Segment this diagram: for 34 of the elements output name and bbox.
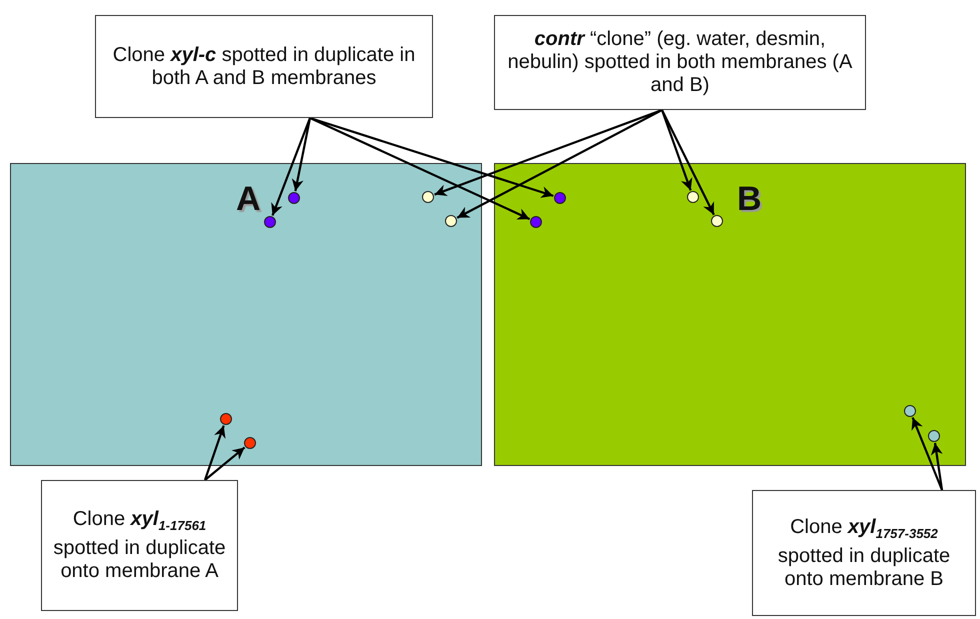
- callout-box: [95, 15, 433, 118]
- spot-dot: [554, 192, 566, 204]
- arrow: [204, 425, 226, 480]
- callout-box: [41, 480, 238, 611]
- membrane-letter: A: [236, 182, 261, 216]
- spot-dot: [288, 192, 300, 204]
- arrow: [310, 117, 530, 220]
- spot-dot: [244, 437, 256, 449]
- spot-dot: [904, 405, 916, 417]
- membrane-panel: [494, 163, 966, 466]
- arrow: [292, 118, 312, 192]
- membrane-panel: [10, 163, 482, 466]
- callout-text: Clone xyl$_{1-17561}$ spotted in duplicate onto membrane A: [52, 508, 227, 583]
- arrow: [912, 417, 944, 490]
- spot-dot: [711, 215, 723, 227]
- spot-dot: [220, 413, 232, 425]
- callout-text: Clone xyl-c spotted in duplicate in both A and B membranes: [112, 44, 416, 90]
- callout-box: [752, 490, 976, 616]
- arrow: [930, 442, 944, 490]
- arrow: [660, 110, 692, 191]
- arrow: [271, 118, 312, 216]
- spot-dot: [687, 191, 699, 203]
- spot-dot: [445, 215, 457, 227]
- callout-box: [494, 15, 866, 110]
- callout-text: Clone xyl$_{1757-3552}$ spotted in duplicate onto membrane B: [776, 516, 952, 590]
- arrow: [456, 109, 663, 219]
- callout-text: contr “clone” (eg. water, desmin, nebulin) spotted in both membranes (A and B): [506, 28, 854, 97]
- arrow: [661, 110, 715, 216]
- arrow: [204, 446, 246, 481]
- spot-dot: [422, 191, 434, 203]
- membrane-letter: B: [737, 182, 762, 216]
- spot-dot: [264, 216, 276, 228]
- spot-dot: [928, 430, 940, 442]
- spot-dot: [530, 216, 542, 228]
